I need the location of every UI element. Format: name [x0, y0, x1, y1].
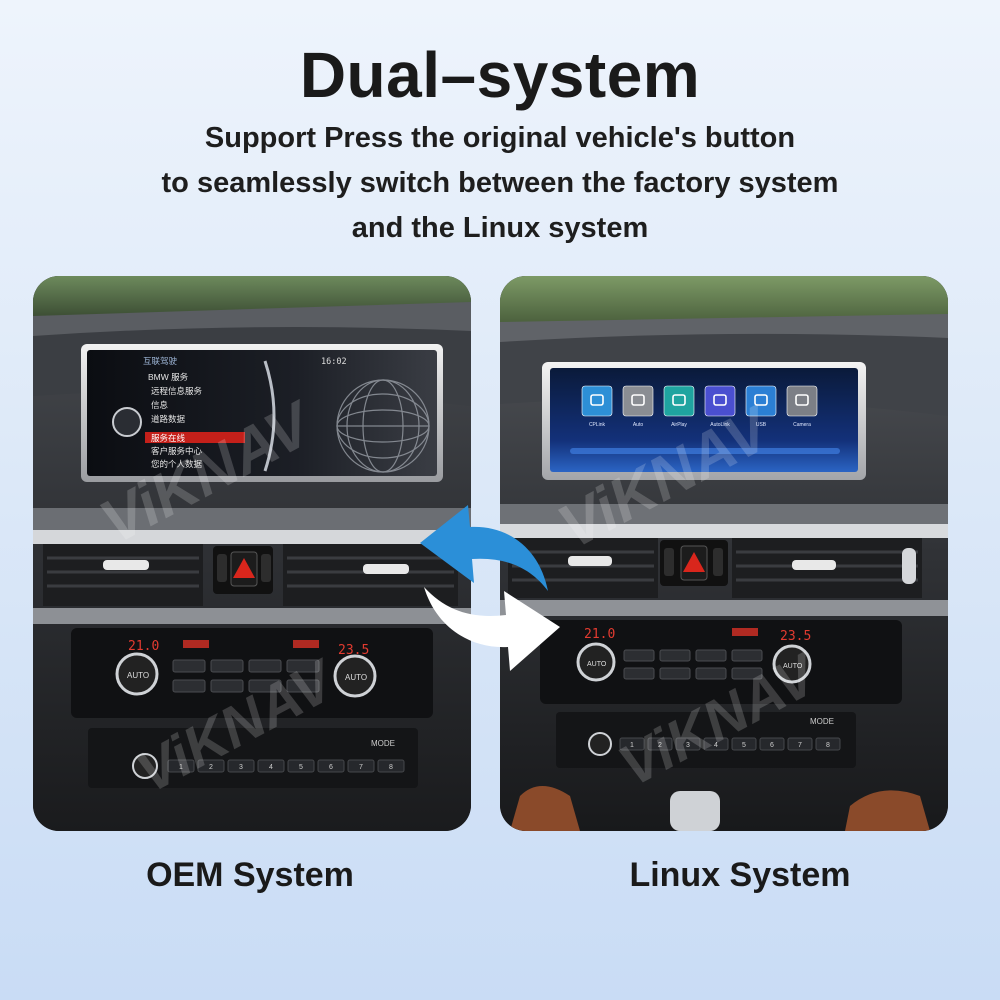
menu-item[interactable]: 信息 [151, 400, 169, 410]
left-temp-knob[interactable] [115, 652, 159, 696]
hazard-icon [683, 552, 705, 572]
preset-number: 8 [826, 742, 830, 749]
preset-button[interactable] [647, 737, 673, 751]
menu-item-selected[interactable]: 服务在线 [151, 433, 186, 443]
menu-item[interactable]: 客户服务中心 [151, 446, 203, 456]
usb-app-tile[interactable]: USB [745, 385, 777, 428]
subtitle-line-2: to seamlessly switch between the factory… [161, 167, 839, 199]
autolink-app-tile[interactable]: AutoLink [704, 385, 736, 428]
temp-left: 21.0 [584, 627, 615, 642]
temp-left: 21.0 [128, 639, 159, 654]
preset-button[interactable] [787, 737, 813, 751]
preset-number: 1 [179, 764, 183, 771]
preset-button[interactable] [815, 737, 841, 751]
preset-button[interactable] [619, 737, 645, 751]
camera-app-tile[interactable]: Camera [786, 385, 818, 428]
preset-number: 3 [239, 764, 243, 771]
volume-knob[interactable] [132, 753, 158, 779]
right-temp-knob[interactable] [333, 654, 377, 698]
preset-button[interactable] [287, 759, 315, 773]
preset-button[interactable] [675, 737, 701, 751]
preset-button[interactable] [731, 737, 757, 751]
app-label: AutoLink [710, 422, 730, 428]
preset-number: 2 [209, 764, 213, 771]
app-label: CPLink [589, 422, 606, 428]
app-label: USB [756, 422, 767, 428]
menu-item[interactable]: BMW 服务 [148, 372, 189, 382]
android-auto-icon [631, 394, 645, 406]
subtitle-line-3: and the Linux system [351, 212, 649, 244]
temp-right: 23.5 [338, 643, 369, 658]
app-label: Auto [633, 422, 644, 428]
preset-number: 8 [389, 764, 393, 771]
android-auto-app-tile[interactable]: Auto [622, 385, 654, 428]
right-temp-knob[interactable] [772, 644, 812, 684]
preset-number: 4 [714, 742, 718, 749]
preset-number: 1 [630, 742, 634, 749]
preset-number: 7 [359, 764, 363, 771]
mode-button[interactable]: MODE [371, 739, 395, 748]
temp-right: 23.5 [780, 629, 811, 644]
preset-button[interactable] [703, 737, 729, 751]
preset-number: 3 [686, 742, 690, 749]
preset-button[interactable] [347, 759, 375, 773]
preset-number: 6 [770, 742, 774, 749]
cast-app-tile[interactable]: CPLink [581, 385, 613, 428]
menu-item[interactable]: 您的个人数据 [151, 459, 203, 469]
menu-header: 互联驾驶 [143, 356, 178, 366]
preset-button[interactable] [197, 759, 225, 773]
volume-knob[interactable] [588, 732, 612, 756]
menu-item[interactable]: 道路数据 [151, 414, 186, 424]
app-label: AirPlay [671, 422, 687, 428]
preset-button[interactable] [377, 759, 405, 773]
preset-button[interactable] [317, 759, 345, 773]
preset-number: 7 [798, 742, 802, 749]
auto-label-right: AUTO [345, 673, 367, 682]
left-temp-knob[interactable] [576, 642, 616, 682]
airplay-icon [672, 394, 686, 406]
cast-icon [590, 394, 604, 406]
usb-icon [754, 394, 768, 406]
hazard-icon [233, 558, 255, 578]
preset-number: 5 [742, 742, 746, 749]
arrow-forward-icon [424, 587, 560, 671]
mode-button[interactable]: MODE [810, 717, 834, 726]
preset-button[interactable] [759, 737, 785, 751]
preset-number: 5 [299, 764, 303, 771]
subtitle-line-1: Support Press the original vehicle's but… [204, 122, 796, 154]
airplay-app-tile[interactable]: AirPlay [663, 385, 695, 428]
menu-highlight [145, 432, 245, 443]
oem-system-photo: 互联驾驶 16:02 BMW 服务 远程信息服务 信息 道路数据 服务在线 客户… [33, 276, 471, 831]
oem-system-caption: OEM System [146, 856, 354, 894]
screen-clock: 16:02 [321, 357, 347, 367]
linux-system-caption: Linux System [629, 856, 851, 894]
preset-number: 6 [329, 764, 333, 771]
preset-number: 2 [658, 742, 662, 749]
preset-button[interactable] [167, 759, 195, 773]
preset-button[interactable] [257, 759, 285, 773]
auto-label-right: AUTO [783, 663, 803, 670]
switch-arrows [420, 505, 560, 671]
auto-label-left: AUTO [587, 661, 607, 668]
idrive-knob-icon [112, 407, 142, 437]
auto-label-left: AUTO [127, 671, 149, 680]
page-title: Dual–system [299, 39, 701, 111]
camera-icon [795, 394, 809, 406]
preset-number: 4 [269, 764, 273, 771]
preset-button[interactable] [227, 759, 255, 773]
app-label: Camera [793, 422, 811, 428]
menu-item[interactable]: 远程信息服务 [151, 386, 203, 396]
arrow-back-icon [420, 505, 548, 591]
autolink-icon [713, 394, 727, 406]
